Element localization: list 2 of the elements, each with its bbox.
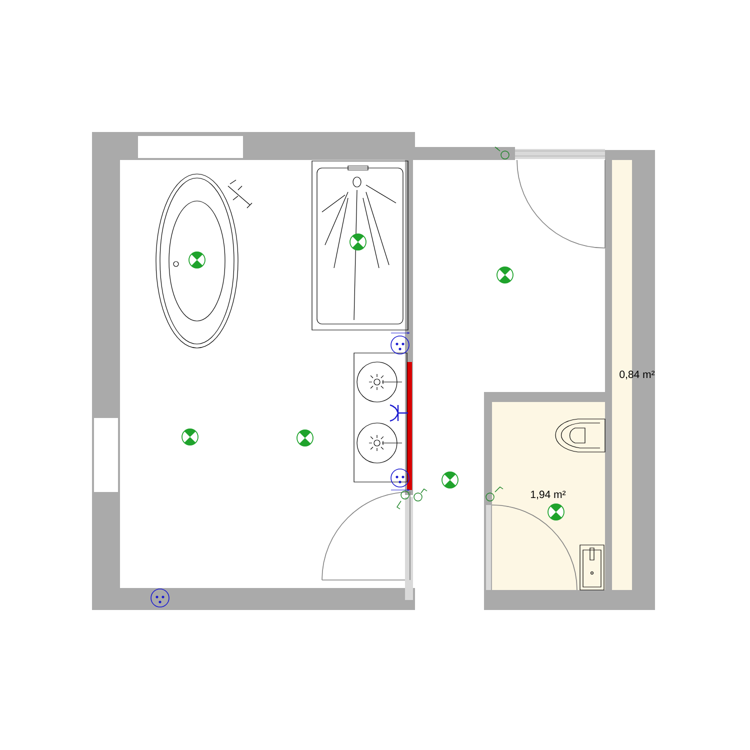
area-label: 1,94 m² <box>531 490 566 500</box>
area-label: 0,84 m² <box>620 370 655 380</box>
